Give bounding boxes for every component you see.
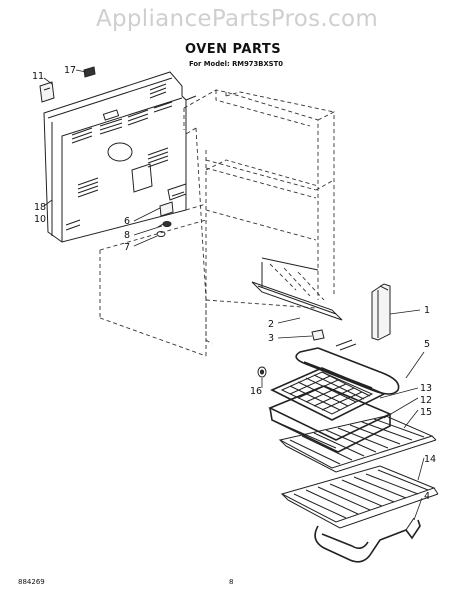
- part-14-oven-rack: [280, 465, 439, 529]
- part-6-latch: [159, 201, 174, 217]
- callout-7: 7: [124, 242, 130, 253]
- leader-lines: [43, 69, 425, 521]
- part-13-broiler-pan-insert: [270, 367, 386, 421]
- part-4-broil-element: [314, 517, 421, 563]
- callout-12: 12: [420, 395, 432, 406]
- callout-2: 2: [268, 319, 274, 330]
- model-subtitle: For Model: RM973BXST0: [189, 60, 283, 68]
- callout-17: 17: [64, 65, 76, 76]
- part-16-grommet: [257, 366, 267, 378]
- hinge-parts: [167, 183, 187, 201]
- page-number: 8: [229, 578, 234, 586]
- callout-8: 8: [124, 230, 130, 241]
- callout-1: 1: [424, 305, 430, 316]
- part-5-bake-element: [295, 339, 400, 395]
- part-1-bracket: [371, 283, 391, 341]
- part-11-bracket: [39, 81, 55, 103]
- part-17-clip: [83, 66, 96, 78]
- callout-5: 5: [424, 339, 430, 350]
- part-8-screw: [157, 221, 172, 228]
- callout-11: 11: [32, 71, 44, 82]
- part-2-rail: [251, 257, 343, 321]
- callout-6: 6: [124, 216, 130, 227]
- callout-13: 13: [420, 383, 432, 394]
- callout-16: 16: [250, 386, 262, 397]
- part-12-broiler-pan: [268, 385, 392, 453]
- oven-cabinet-outline: [99, 89, 335, 357]
- watermark: AppliancePartsPros.com: [95, 6, 379, 32]
- callout-14: 14: [424, 454, 436, 465]
- part-15-oven-rack: [278, 415, 437, 473]
- callout-18: 18: [34, 202, 46, 213]
- page-title: OVEN PARTS: [185, 42, 282, 57]
- callout-4: 4: [424, 491, 430, 502]
- part-3-clip: [311, 329, 325, 341]
- callout-3: 3: [268, 333, 274, 344]
- document-code: 884269: [18, 578, 45, 586]
- callout-15: 15: [420, 407, 432, 418]
- vent-slots: [71, 83, 173, 198]
- back-panel: [43, 71, 197, 243]
- callout-10: 10: [34, 214, 46, 225]
- callout-labels: 11 17 18 10 6 8 7 1 2 3 5 16 13 12 15 14…: [32, 65, 436, 502]
- vent-hole: [107, 142, 133, 162]
